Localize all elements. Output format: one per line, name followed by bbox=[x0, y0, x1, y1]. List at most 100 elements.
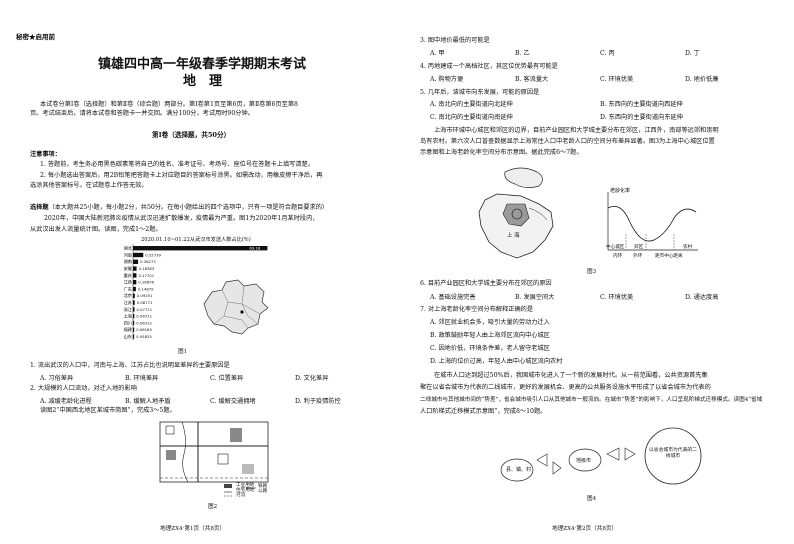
passage-1-cont: 从武汉出发人流量统计图。读图，完成1～2题。 bbox=[30, 226, 162, 233]
bar bbox=[133, 273, 137, 278]
q6-option-a[interactable]: A. 基础设施完善 bbox=[430, 294, 476, 301]
category-label: 山东 bbox=[124, 333, 132, 340]
question-2: 2. 大规模的人口流动，对迁入地的影响 bbox=[30, 385, 137, 392]
shanghai-map-figure bbox=[478, 167, 554, 259]
notice-1: 1. 答题前，考生务必用黑色碳素笔将自己的姓名、准考证号、考场号、座位号在答题卡… bbox=[40, 161, 314, 168]
category-label: 浙江 bbox=[124, 306, 132, 313]
q6-option-c[interactable]: C. 环境优美 bbox=[600, 294, 634, 301]
notice-2-cont: 选涂其他答案标号。在试题卷上作答无效。 bbox=[30, 182, 148, 189]
figure-1-caption: 图1 bbox=[178, 349, 188, 355]
q4-option-c[interactable]: C. 环境优美 bbox=[600, 76, 634, 83]
q1-option-a[interactable]: A. 习俗差异 bbox=[40, 375, 74, 382]
q5-option-d[interactable]: D. 东西向的主要街道向东延伸 bbox=[600, 114, 683, 121]
q7-option-c[interactable]: C. 因地价低，环境条件差，老人留守老城区 bbox=[430, 345, 550, 352]
fig3-center-label: 中心城区 bbox=[606, 245, 625, 250]
q2-option-a[interactable]: A. 减缓老龄化进程 bbox=[40, 398, 92, 405]
aging-rate-curve bbox=[607, 192, 698, 251]
question-3: 3. 图中地价最低的可能是 bbox=[420, 37, 490, 44]
passage-3-line-2: 岛有农村。第六次人口普查数据显示上海常住人口中老龄人口的空间分布差异显著。图3为… bbox=[420, 138, 715, 145]
figure-4-caption: 图4 bbox=[587, 496, 597, 502]
bar bbox=[133, 252, 144, 258]
passage-3-line-1: 上海市环城中心城区和郊区的边界，目前产业园区和大学城主要分布在郊区，江西外，南部… bbox=[434, 127, 719, 134]
category-label: 江苏 bbox=[124, 299, 132, 306]
q4-option-b[interactable]: B. 客流量大 bbox=[515, 76, 549, 83]
fig3-xlabel: 距市中心距离 bbox=[655, 254, 683, 259]
fig3-ylabel: 老龄化率 bbox=[610, 188, 631, 194]
value-label: 0.17701 bbox=[138, 273, 154, 278]
passage-1: 2020年，中国大陆新冠肺炎疫情从武汉迅速扩散爆发，疫情最为严重。图1为2020… bbox=[44, 215, 319, 222]
bar bbox=[133, 307, 135, 312]
q3-option-c[interactable]: C. 丙 bbox=[600, 50, 615, 57]
part1-heading: 第Ⅰ卷（选择题，共50分） bbox=[152, 131, 231, 139]
value-label: 0.06312 bbox=[136, 320, 152, 325]
right-page: 3. 图中地价最低的可能是 A. 甲 B. 乙 C. 丙 D. 丁 4. 丙地建… bbox=[397, 0, 794, 544]
q1-option-d[interactable]: D. 文化差异 bbox=[295, 375, 329, 382]
value-label: 0.06721 bbox=[136, 314, 152, 319]
q2-option-d[interactable]: D. 利于疫情防控 bbox=[295, 398, 341, 405]
fig4-node-prefecture: 地级市 bbox=[576, 458, 592, 464]
q5-option-a[interactable]: A. 南北向的主要街道向北延伸 bbox=[430, 101, 513, 108]
category-label: 江西 bbox=[124, 279, 132, 286]
fig3-map-label: 上 海 bbox=[507, 233, 520, 239]
china-map-figure bbox=[203, 279, 269, 335]
q5-option-b[interactable]: B. 东西向的主要街道向西延伸 bbox=[600, 101, 683, 108]
q3-option-d[interactable]: D. 丁 bbox=[685, 50, 700, 57]
value-label: 0.05825 bbox=[136, 334, 152, 339]
q7-option-a[interactable]: A. 郊区就业机会多，吸引大量的劳动力迁入 bbox=[430, 319, 550, 326]
fig2-legend-industrial: 工业用地 bbox=[236, 483, 255, 488]
value-label: 0.18383 bbox=[139, 266, 155, 271]
q3-option-a[interactable]: A. 甲 bbox=[430, 50, 445, 57]
passage-3-line-3: 示意图和上海老龄化率空间分布示意图。据此完成6～7题。 bbox=[420, 149, 583, 156]
q6-option-b[interactable]: B. 发展空间大 bbox=[515, 294, 555, 301]
bar bbox=[133, 266, 137, 271]
category-label: 上海 bbox=[124, 313, 133, 320]
value-label: 0.14879 bbox=[138, 286, 154, 291]
fig2-legend-river: 河流 bbox=[236, 493, 246, 498]
q7-option-d[interactable]: D. 上海的位价过高，年轻人由中心城区流向农村 bbox=[430, 358, 563, 365]
question-3-options: A. 甲 B. 乙 C. 丙 D. 丁 bbox=[430, 48, 735, 57]
page-footer-2: 地理ZX4·第2页（共8页） bbox=[552, 526, 618, 532]
notice-2: 2. 每小题选出答案后，用2B铅笔把答题卡上对应题目的答案标号涂黑。如需改动，用… bbox=[40, 172, 323, 179]
q5-option-c[interactable]: C. 南北向的主要街道向南延伸 bbox=[430, 114, 513, 121]
q7-option-b[interactable]: B. 政策鼓励年轻人由上海郊区流向中心城区 bbox=[430, 332, 550, 339]
secret-label: 秘密★启用前 bbox=[16, 33, 55, 41]
bar bbox=[133, 259, 139, 264]
q1-option-b[interactable]: B. 环境差异 bbox=[125, 375, 159, 382]
bar bbox=[133, 293, 135, 298]
q6-option-d[interactable]: D. 通达度高 bbox=[685, 294, 719, 301]
q2-option-c[interactable]: C. 缓解交通拥堵 bbox=[210, 398, 256, 405]
value-label: 0.07711 bbox=[136, 307, 152, 312]
page-footer-1: 地理ZX4·第1页（共8页） bbox=[160, 526, 226, 532]
q3-option-b[interactable]: B. 乙 bbox=[515, 50, 530, 57]
category-label: 福建 bbox=[124, 326, 133, 333]
value-label: 0.06165 bbox=[136, 327, 152, 332]
bar bbox=[133, 334, 135, 339]
q2-option-b[interactable]: B. 缓解人地矛盾 bbox=[125, 398, 171, 405]
category-label: 安徽 bbox=[124, 265, 133, 272]
bar bbox=[133, 320, 135, 326]
question-6: 6. 目前产业园区和大学城主要分布在郊区的原因 bbox=[420, 280, 552, 287]
intro-line-2: 页。考试结束后，请将本试卷和答题卡一并交回。满分100分，考试用时90分钟。 bbox=[30, 110, 254, 117]
category-label: 四川 bbox=[124, 320, 132, 325]
fig3-inner-ring: 内环 bbox=[613, 254, 623, 259]
bar bbox=[133, 327, 135, 332]
passage-4-line-2: 聚在以省会城市为代表的二线城市，更好的发展机会、更高的公共服务设施水平形成了以省… bbox=[420, 384, 711, 391]
value-label: 0.09251 bbox=[137, 293, 153, 298]
category-label: 河南 bbox=[124, 251, 132, 257]
q1-option-c[interactable]: C. 位置差异 bbox=[210, 375, 244, 382]
fig2-legend-residential: 住宅用地 bbox=[236, 488, 255, 493]
figure-3-caption: 图3 bbox=[587, 269, 597, 275]
value-label: 69.18 bbox=[249, 246, 260, 251]
exam-subject: 地 理 bbox=[183, 74, 223, 89]
fig2-legend-road: 公路 bbox=[258, 489, 268, 494]
q4-option-a[interactable]: A. 购物方便 bbox=[430, 76, 464, 83]
exam-title: 镇雄四中高一年级春季学期期末考试 bbox=[98, 57, 307, 72]
passage-4-line-4: 人口阶梯式迁移模式示意图”，完成8～10题。 bbox=[420, 408, 547, 415]
q4-option-d[interactable]: D. 地价低廉 bbox=[685, 76, 719, 83]
passage-4-line-3: 二线城市与其他城市间的“势差”，省会城市吸引人口从其他城市一般流向。在城市“势差… bbox=[420, 397, 763, 403]
figure-2-caption: 图2 bbox=[208, 504, 218, 510]
fig3-suburb-label: 郊区 bbox=[634, 245, 644, 250]
question-6-options: A. 基础设施完善 B. 发展空间大 C. 环境优美 D. 通达度高 bbox=[430, 292, 745, 301]
category-label: 湖南 bbox=[124, 258, 132, 265]
